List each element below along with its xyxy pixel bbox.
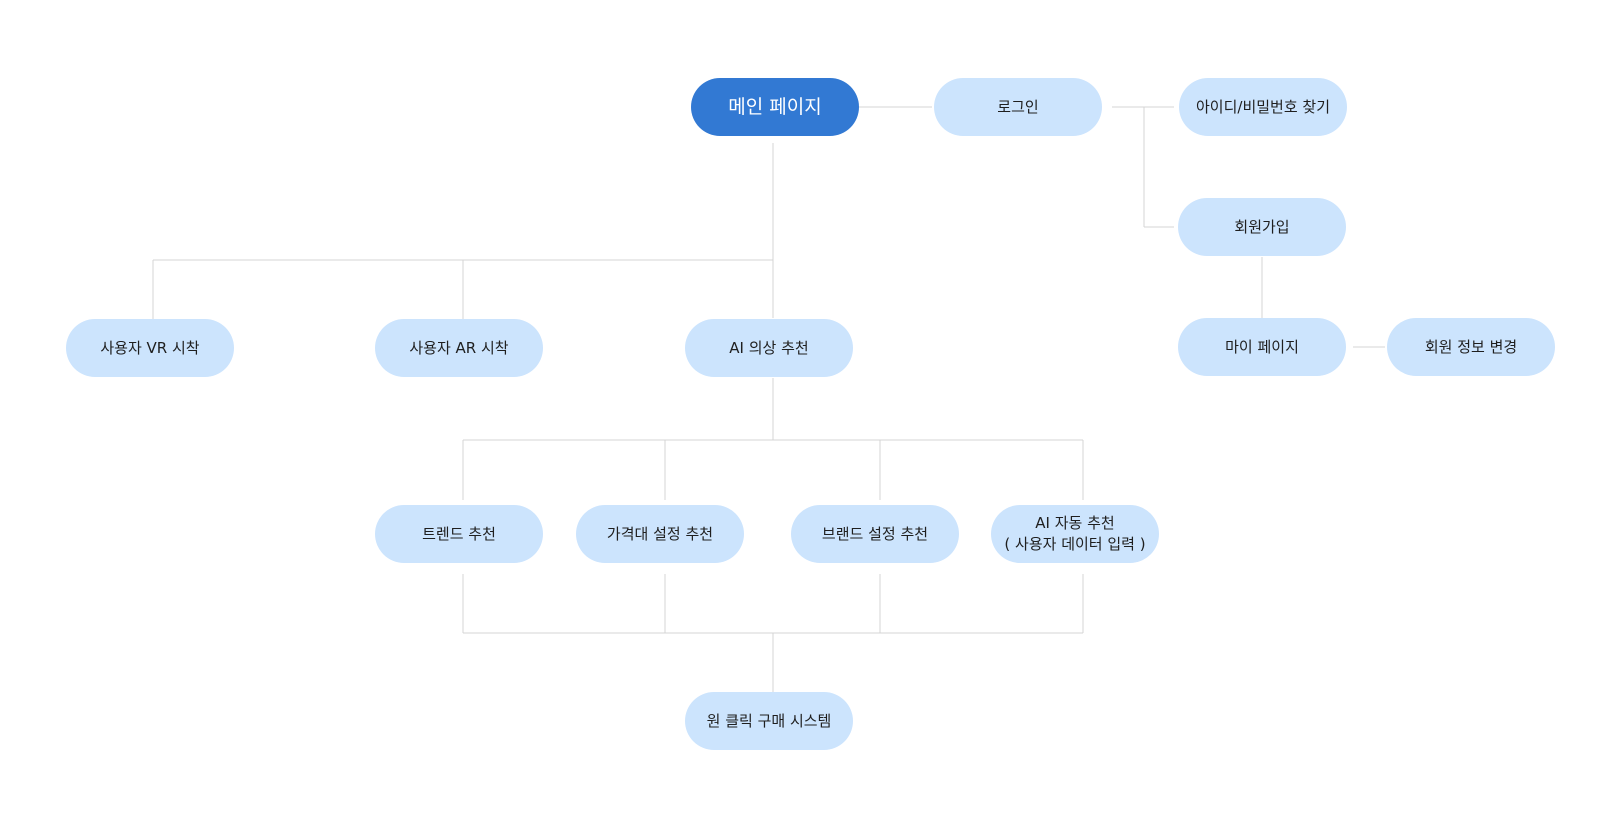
node-signup[interactable]: 회원가입: [1178, 198, 1346, 256]
node-ai-auto-recommend-line1: AI 자동 추천: [1035, 514, 1115, 532]
node-my-page[interactable]: 마이 페이지: [1178, 318, 1346, 376]
node-trend-recommend-label: 트렌드 추천: [422, 524, 496, 543]
node-ai-auto-recommend-line2: ( 사용자 데이터 입력 ): [1004, 535, 1146, 553]
node-vr-try-on-label: 사용자 VR 시착: [100, 338, 200, 357]
node-edit-member-info-label: 회원 정보 변경: [1424, 337, 1518, 356]
node-my-page-label: 마이 페이지: [1225, 337, 1299, 356]
node-main-page-label: 메인 페이지: [728, 95, 822, 118]
node-ai-auto-recommend-label: AI 자동 추천 ( 사용자 데이터 입력 ): [1004, 513, 1145, 555]
node-brand-recommend-label: 브랜드 설정 추천: [821, 524, 929, 543]
node-one-click-purchase-label: 원 클릭 구매 시스템: [706, 711, 832, 730]
node-vr-try-on[interactable]: 사용자 VR 시착: [66, 319, 234, 377]
node-ar-try-on[interactable]: 사용자 AR 시착: [375, 319, 543, 377]
node-ai-recommend-label: AI 의상 추천: [729, 338, 809, 357]
node-main-page[interactable]: 메인 페이지: [691, 78, 859, 136]
node-edit-member-info[interactable]: 회원 정보 변경: [1387, 318, 1555, 376]
node-trend-recommend[interactable]: 트렌드 추천: [375, 505, 543, 563]
node-ai-recommend[interactable]: AI 의상 추천: [685, 319, 853, 377]
node-brand-recommend[interactable]: 브랜드 설정 추천: [791, 505, 959, 563]
node-ai-auto-recommend[interactable]: AI 자동 추천 ( 사용자 데이터 입력 ): [991, 505, 1159, 563]
node-signup-label: 회원가입: [1234, 217, 1290, 236]
node-price-range-recommend[interactable]: 가격대 설정 추천: [576, 505, 744, 563]
node-ar-try-on-label: 사용자 AR 시착: [409, 338, 509, 357]
node-price-range-recommend-label: 가격대 설정 추천: [606, 524, 714, 543]
node-login[interactable]: 로그인: [934, 78, 1102, 136]
node-login-label: 로그인: [997, 97, 1039, 116]
node-find-account[interactable]: 아이디/비밀번호 찾기: [1179, 78, 1347, 136]
node-find-account-label: 아이디/비밀번호 찾기: [1195, 97, 1331, 116]
node-one-click-purchase[interactable]: 원 클릭 구매 시스템: [685, 692, 853, 750]
